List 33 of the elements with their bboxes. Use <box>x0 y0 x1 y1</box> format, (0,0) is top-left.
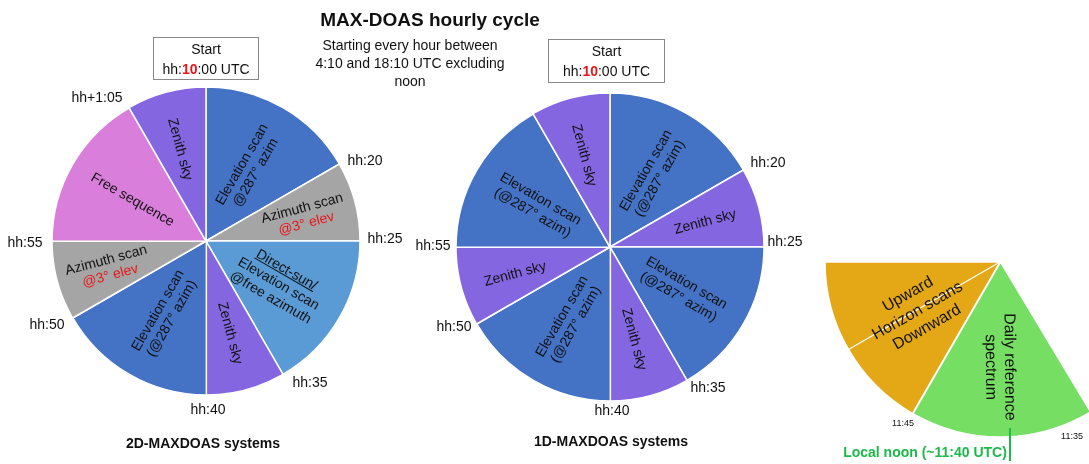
time-label: hh+1:05 <box>71 89 123 105</box>
slice-label: Zenith sky <box>213 299 248 369</box>
pie-slice <box>476 247 610 401</box>
time-label: 11:45 <box>892 418 914 428</box>
slice-label: Daily reference spectrum <box>981 312 1021 423</box>
slice-label: Zenith sky <box>617 305 652 375</box>
time-label: hh:55 <box>415 237 451 253</box>
time-label: hh:55 <box>7 234 43 250</box>
time-label: hh:50 <box>29 316 65 332</box>
time-label: hh:25 <box>367 230 403 246</box>
diagram-title: MAX-DOAS hourly cycle <box>320 9 540 31</box>
caption-text: 2D-MAXDOAS systems <box>125 435 281 451</box>
time-label: hh:35 <box>690 379 726 395</box>
start-box: Start hh:10:00 UTC <box>548 39 665 83</box>
time-label: hh:50 <box>436 318 472 334</box>
caption-text: 1D-MAXDOAS systems <box>533 433 689 449</box>
time-label: hh:40 <box>190 401 226 417</box>
slice-label: Zenith sky <box>568 120 603 190</box>
time-label: hh:20 <box>347 152 383 168</box>
time-label: hh:25 <box>767 233 803 249</box>
time-label: hh:20 <box>750 154 786 170</box>
pie-slice <box>610 247 764 381</box>
caption-text: Local noon (~11:40 UTC) <box>843 444 1007 460</box>
time-label: hh:35 <box>292 374 328 390</box>
slice-label: Zenith sky <box>480 255 549 291</box>
pie-slice <box>52 107 206 241</box>
pie-slice <box>456 113 610 247</box>
time-label: hh:40 <box>594 402 630 418</box>
start-box: Start hh:10:00 UTC <box>153 37 259 80</box>
time-label: 11:35 <box>1061 431 1083 441</box>
note-text: Starting every hour between 4:10 and 18:10 UTC excluding noon <box>314 36 506 90</box>
slice-label: Zenith sky <box>671 204 740 240</box>
slice-label: Zenith sky <box>164 114 199 184</box>
